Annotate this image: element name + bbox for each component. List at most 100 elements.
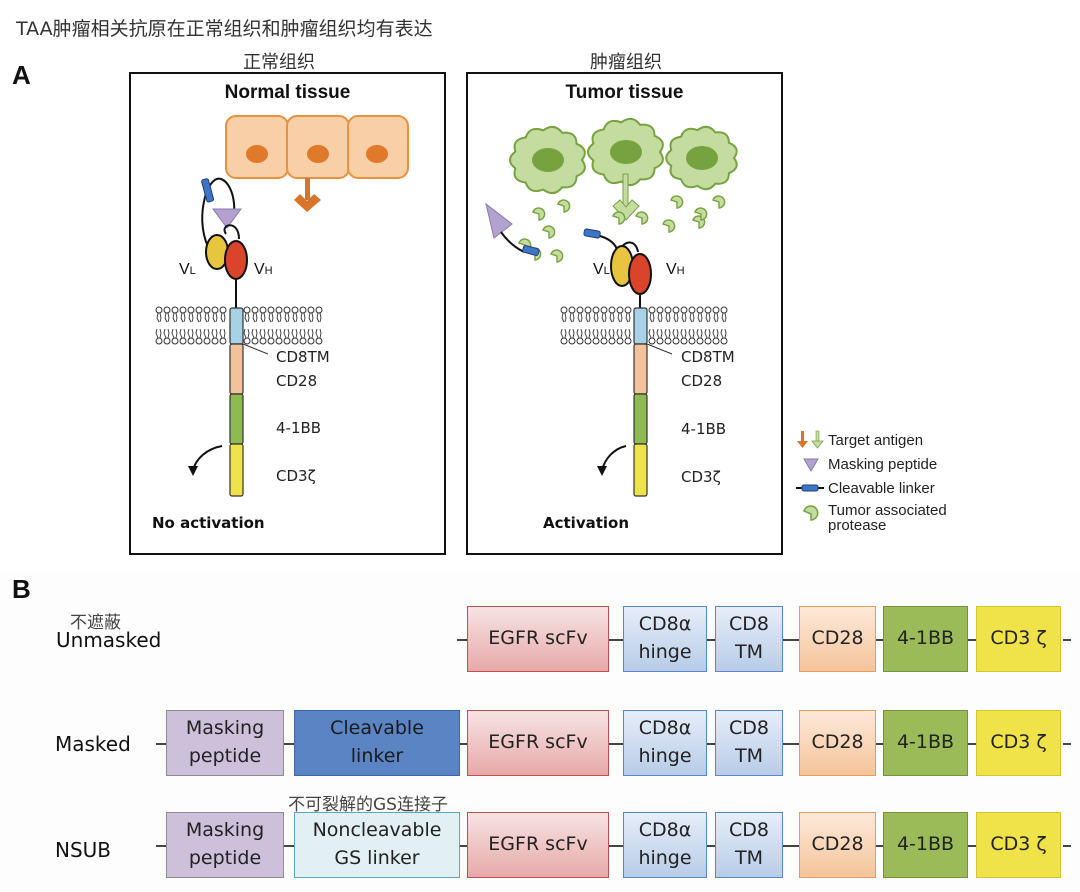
connector-line xyxy=(1063,743,1071,745)
legend: Target antigen Masking peptide Cleavable… xyxy=(796,428,1036,533)
lipid-tail xyxy=(283,312,290,339)
target-antigen-icon xyxy=(797,430,824,449)
lipid-head xyxy=(179,306,187,314)
lipid-head xyxy=(275,306,283,314)
lipid-head xyxy=(291,306,299,314)
lipid-head xyxy=(307,306,315,314)
cd3z-label: CD3ζ xyxy=(276,467,316,485)
lipid-head xyxy=(672,306,680,314)
lipid-head xyxy=(171,337,179,345)
cd28-block: CD28 xyxy=(799,710,876,776)
connector-line xyxy=(783,639,799,641)
lipid-head xyxy=(648,337,656,345)
noncleavable-gs-linker-block: Noncleavable GS linker xyxy=(294,812,460,878)
connector-line xyxy=(609,845,623,847)
connector-line xyxy=(284,743,294,745)
lipid-tail xyxy=(584,312,591,339)
lipid-head xyxy=(315,306,323,314)
lipid-tail xyxy=(648,312,655,339)
tumor-tissue-cn-label: 肿瘤组织 xyxy=(590,52,662,73)
vh-label: VH xyxy=(666,261,685,278)
protease-icon xyxy=(635,211,649,225)
connector-line xyxy=(284,845,294,847)
lipid-head xyxy=(608,337,616,345)
cd28-segment xyxy=(229,343,244,395)
tumor-nucleus xyxy=(686,146,718,170)
cell-membrane xyxy=(560,306,728,345)
cd8-tm-block: CD8 TM xyxy=(715,606,783,672)
tumor-cells xyxy=(508,117,738,195)
lipid-head xyxy=(672,337,680,345)
lipid-head xyxy=(568,337,576,345)
cleavable-linker-icon xyxy=(522,244,540,256)
lipid-tail xyxy=(680,312,687,339)
lipid-head xyxy=(243,337,251,345)
lipid-head xyxy=(251,337,259,345)
connector-line xyxy=(968,639,976,641)
cd8-tm-block: CD8 TM xyxy=(715,812,783,878)
egfr-scfv-block: EGFR scFv xyxy=(467,710,609,776)
lipid-head xyxy=(195,306,203,314)
protease-icon xyxy=(550,249,564,263)
lipid-head xyxy=(704,337,712,345)
cleavable-linker-block: Cleavable linker xyxy=(294,710,460,776)
legend-label: Masking peptide xyxy=(828,455,938,473)
masking-peptide-icon xyxy=(485,202,513,239)
lipid-head xyxy=(155,337,163,345)
cd8-tm-block: CD8 TM xyxy=(715,710,783,776)
lipid-head xyxy=(664,306,672,314)
41bb-block: 4-1BB xyxy=(883,606,968,672)
masking-peptide-block: Masking peptide xyxy=(166,812,284,878)
lipid-head xyxy=(211,337,219,345)
lipid-head xyxy=(163,337,171,345)
lipid-head xyxy=(592,306,600,314)
lipid-tail xyxy=(203,312,210,339)
tumor-tissue-panel: Tumor tissue VL VH CD8TM CD28 4-1BB CD3ζ xyxy=(466,72,783,555)
lipid-head xyxy=(696,306,704,314)
connector-line xyxy=(460,845,467,847)
lipid-tail xyxy=(307,312,314,339)
lipid-head xyxy=(187,306,195,314)
cd3z-segment xyxy=(229,443,244,497)
lipid-head xyxy=(267,306,275,314)
lipid-head xyxy=(251,306,259,314)
lipid-head xyxy=(187,337,195,345)
lipid-head xyxy=(616,337,624,345)
cd28-label: CD28 xyxy=(681,372,723,390)
target-antigen-icon xyxy=(612,173,640,221)
lipid-head xyxy=(560,306,568,314)
lipid-head xyxy=(203,337,211,345)
cleavable-linker-icon xyxy=(583,228,601,239)
lipid-tail xyxy=(720,312,727,339)
cd3z-label: CD3ζ xyxy=(681,468,721,486)
page-title: TAA肿瘤相关抗原在正常组织和肿瘤组织均有表达 xyxy=(16,18,433,40)
legend-label: Target antigen xyxy=(828,431,924,449)
activation-label: Activation xyxy=(543,514,630,532)
vh-label: VH xyxy=(254,261,273,278)
connector-line xyxy=(156,743,166,745)
connector-line xyxy=(609,639,623,641)
lipid-tail xyxy=(195,312,202,339)
lipid-tail xyxy=(616,312,623,339)
lipid-tail xyxy=(608,312,615,339)
cell-membrane xyxy=(155,306,323,345)
masking-peptide-block: Masking peptide xyxy=(166,710,284,776)
lipid-head xyxy=(696,337,704,345)
lipid-head xyxy=(219,337,227,345)
protease-icon xyxy=(612,211,626,225)
cd28-block: CD28 xyxy=(799,812,876,878)
connector-line xyxy=(968,743,976,745)
lipid-head xyxy=(203,306,211,314)
cd3z-block: CD3 ζ xyxy=(976,812,1061,878)
normal-cells xyxy=(225,115,409,179)
lipid-tail xyxy=(568,312,575,339)
lipid-head xyxy=(568,306,576,314)
lipid-tail xyxy=(656,312,663,339)
lipid-head xyxy=(720,306,728,314)
lipid-tail xyxy=(672,312,679,339)
lipid-head xyxy=(712,306,720,314)
egfr-scfv-block: EGFR scFv xyxy=(467,606,609,672)
row-label-nsub: NSUB xyxy=(55,838,112,862)
no-activation-label: No activation xyxy=(152,514,265,532)
target-antigen-icon xyxy=(294,178,321,212)
